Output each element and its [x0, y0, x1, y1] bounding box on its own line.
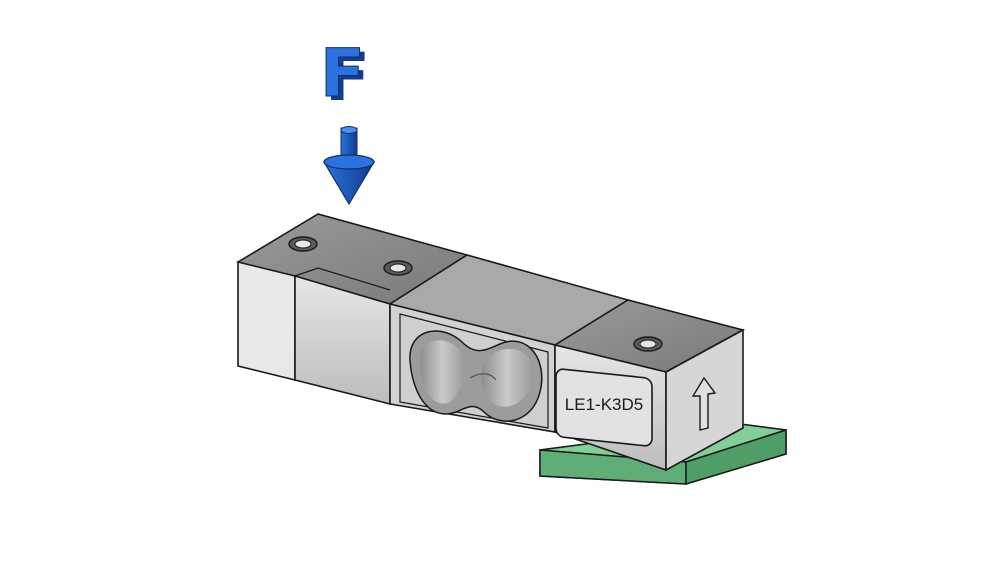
- threaded-hole-2: [383, 260, 413, 276]
- end-face-left: [237, 260, 296, 382]
- threaded-hole-1: [288, 236, 318, 252]
- load-cell-body: LE1-K3D5: [235, 213, 746, 472]
- threaded-hole-3: [633, 336, 663, 352]
- up-arrow-icon: [691, 376, 717, 431]
- force-label-text: F: [320, 35, 365, 112]
- force-arrow-down-icon: [322, 126, 376, 206]
- engraved-label-text: LE1-K3D5: [565, 395, 643, 414]
- force-label-shadow: F: [325, 39, 370, 116]
- binocular-hole: [409, 330, 543, 422]
- force-label: F F: [320, 35, 371, 117]
- engraved-label-plate: LE1-K3D5: [555, 368, 653, 447]
